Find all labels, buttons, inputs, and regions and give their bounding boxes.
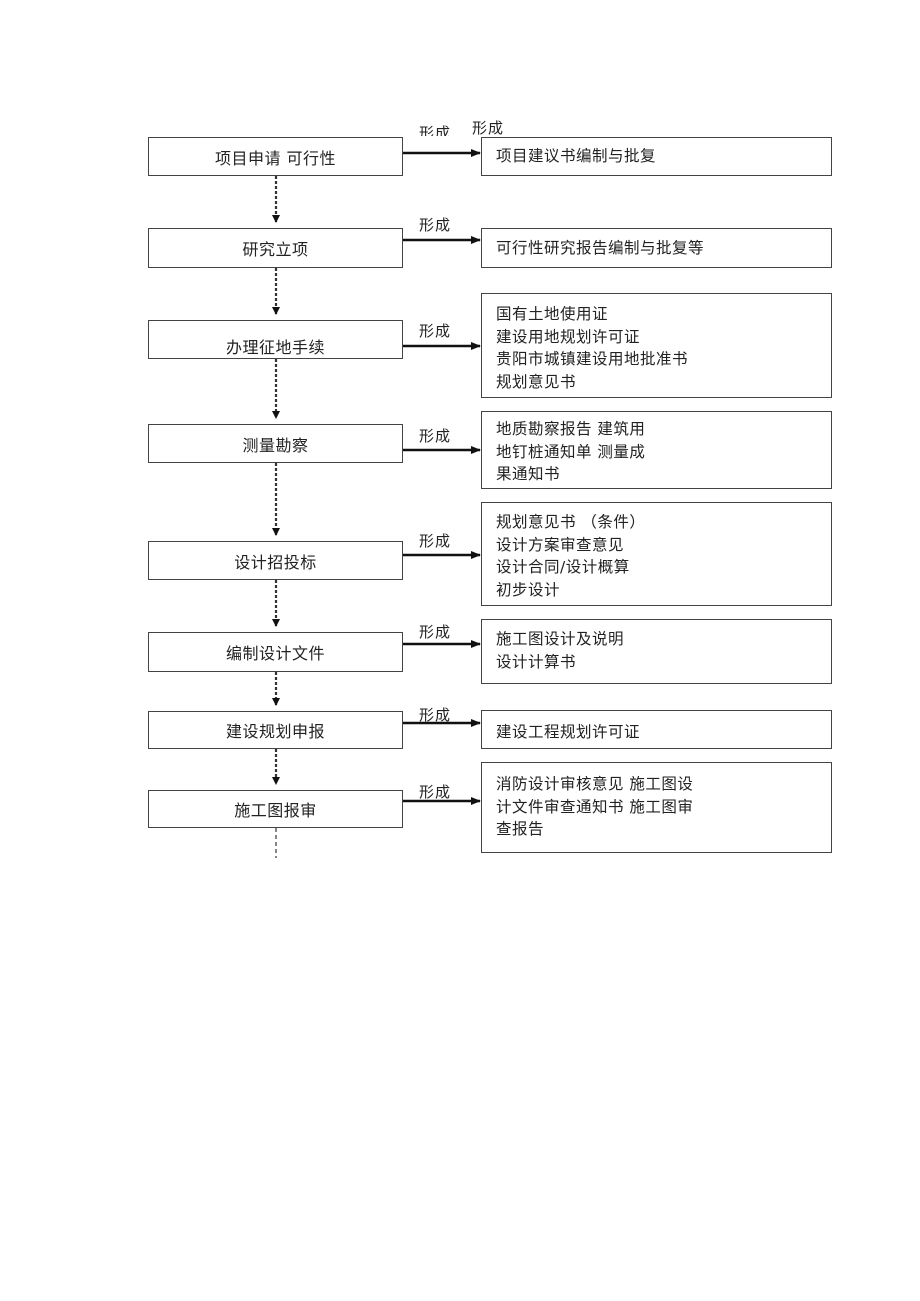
step-label: 测量勘察 [242,435,309,455]
arrow-label-7: 形成 [419,706,452,724]
result-line: 国有土地使用证 [496,305,609,323]
result-line: 建设用地规划许可证 [496,327,641,346]
result-line: 初步设计 [496,580,561,599]
result-line: 可行性研究报告编制与批复等 [496,238,705,257]
result-line: 地钉桩通知单 测量成 [496,442,646,461]
result-line: 查报告 [496,820,545,838]
result-line: 设计方案审查意见 [496,535,625,554]
result-line: 设计计算书 [496,652,577,671]
arrow-label-3: 形成 [419,322,452,340]
arrow-label-8: 形成 [419,783,452,801]
result-line: 项目建议书编制与批复 [496,147,657,166]
arrow-label-4: 形成 [419,427,452,445]
step-label: 设计招投标 [234,552,317,572]
arrow-label-2: 形成 [419,216,452,234]
step-box-design-documents: 编制设计文件 [148,632,403,672]
result-box-6: 施工图设计及说明 设计计算书 [481,619,832,684]
result-line: 地质勘察报告 建筑用 [496,420,646,438]
step-box-land-acquisition: 办理征地手续 [148,320,403,359]
result-box-5: 规划意见书 （条件） 设计方案审查意见 设计合同/设计概算 初步设计 [481,502,832,606]
horizontal-arrows [403,149,481,805]
step-box-survey: 测量勘察 [148,424,403,463]
step-box-planning-application: 建设规划申报 [148,711,403,749]
result-box-8: 消防设计审核意见 施工图设 计文件审查通知书 施工图审 查报告 [481,762,832,853]
result-box-2: 可行性研究报告编制与批复等 [481,228,832,268]
step-label: 编制设计文件 [225,644,325,663]
step-box-project-application: 项目申请 可行性 [148,137,403,176]
arrow-label-5: 形成 [419,532,452,550]
step-box-design-bidding: 设计招投标 [148,541,403,580]
step-box-research-approval: 研究立项 [148,228,403,268]
step-box-drawing-review: 施工图报审 [148,790,403,828]
arrow-label-1: 形成 [419,124,452,136]
arrow-label-6: 形成 [419,623,452,641]
step-label: 研究立项 [242,240,309,259]
result-line: 规划意见书 [496,372,577,391]
result-line: 施工图设计及说明 [496,630,625,648]
result-line: 果通知书 [496,465,561,483]
step-label: 施工图报审 [234,801,317,820]
result-line: 计文件审查通知书 施工图审 [496,797,694,816]
result-box-7: 建设工程规划许可证 [481,710,832,749]
result-line: 贵阳市城镇建设用地批准书 [496,350,689,368]
step-label: 建设规划申报 [225,722,325,741]
result-line: 设计合同/设计概算 [496,558,630,576]
step-label: 办理征地手续 [225,337,325,357]
result-line: 规划意见书 （条件） [496,513,646,531]
result-box-4: 地质勘察报告 建筑用 地钉桩通知单 测量成 果通知书 [481,411,832,489]
result-line: 消防设计审核意见 施工图设 [496,775,694,793]
result-box-3: 国有土地使用证 建设用地规划许可证 贵阳市城镇建设用地批准书 规划意见书 [481,293,832,398]
step-label: 项目申请 可行性 [214,148,337,168]
result-box-1: 项目建议书编制与批复 [481,137,832,176]
result-line: 建设工程规划许可证 [496,723,641,742]
page-title: 形成 [472,119,505,137]
